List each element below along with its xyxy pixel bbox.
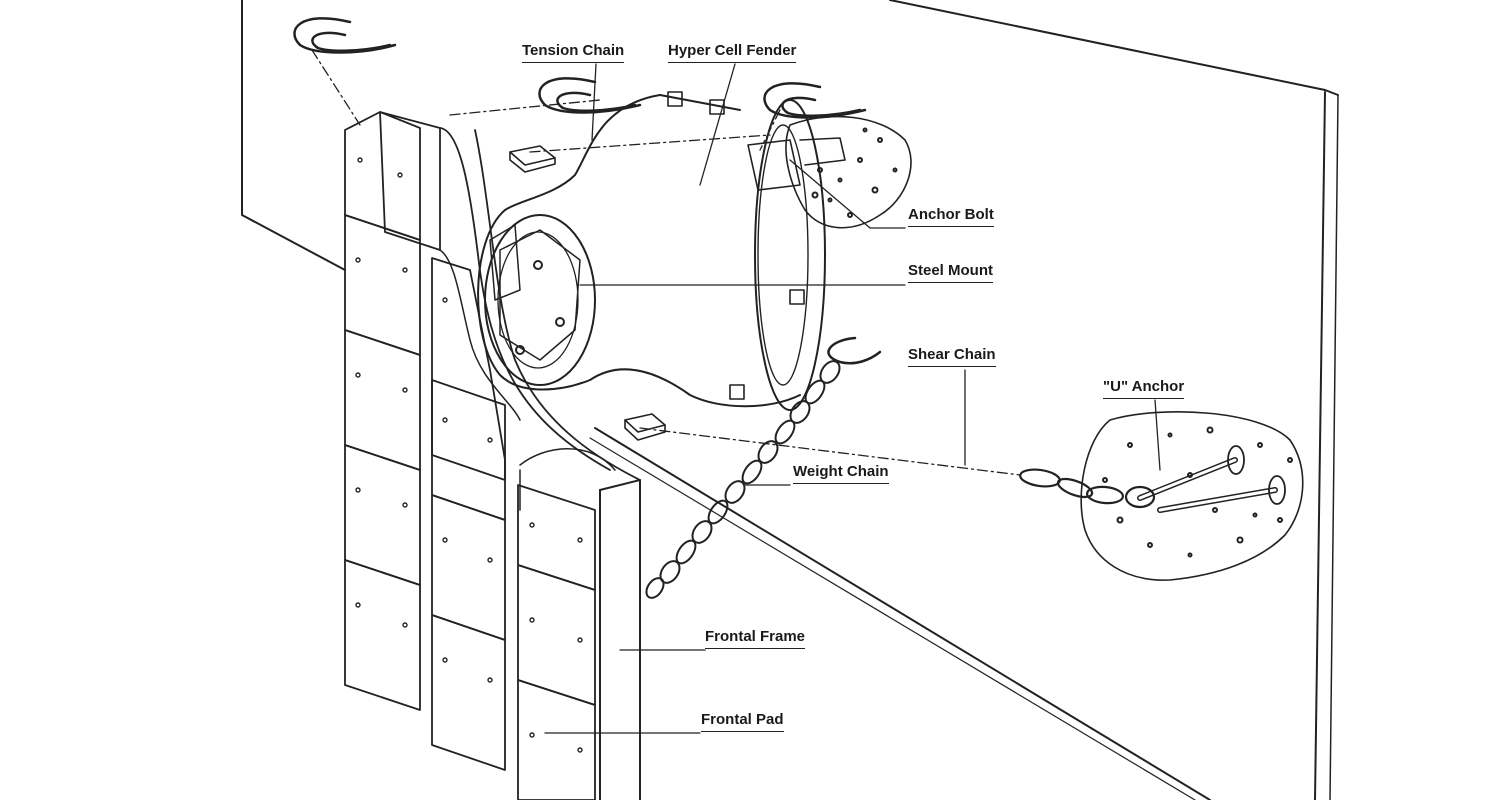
- u-anchor-concrete: [1081, 412, 1303, 580]
- leader-lines: [545, 64, 1160, 733]
- mounting-plates: [510, 146, 665, 440]
- u-anchor-shapes: [294, 18, 880, 363]
- label-hyper-cell-fender: Hyper Cell Fender: [668, 42, 797, 63]
- label-frontal-frame: Frontal Frame: [705, 628, 806, 649]
- label-tension-chain: Tension Chain: [522, 42, 625, 63]
- label-shear-chain: Shear Chain: [908, 346, 996, 367]
- shear-chain: [1019, 467, 1154, 507]
- hyper-cell-fender-body: [478, 92, 825, 410]
- label-anchor-bolt: Anchor Bolt: [908, 206, 994, 227]
- label-weight-chain: Weight Chain: [793, 463, 889, 484]
- label-steel-mount: Steel Mount: [908, 262, 993, 283]
- frontal-frame: [380, 112, 640, 800]
- frontal-pads: [345, 112, 595, 800]
- anchor-bolt-concrete: [748, 117, 911, 228]
- label-frontal-pad: Frontal Pad: [701, 711, 784, 732]
- quay-wall: [242, 0, 1338, 800]
- weight-chain: [643, 358, 843, 601]
- label-u-anchor: "U" Anchor: [1103, 378, 1185, 399]
